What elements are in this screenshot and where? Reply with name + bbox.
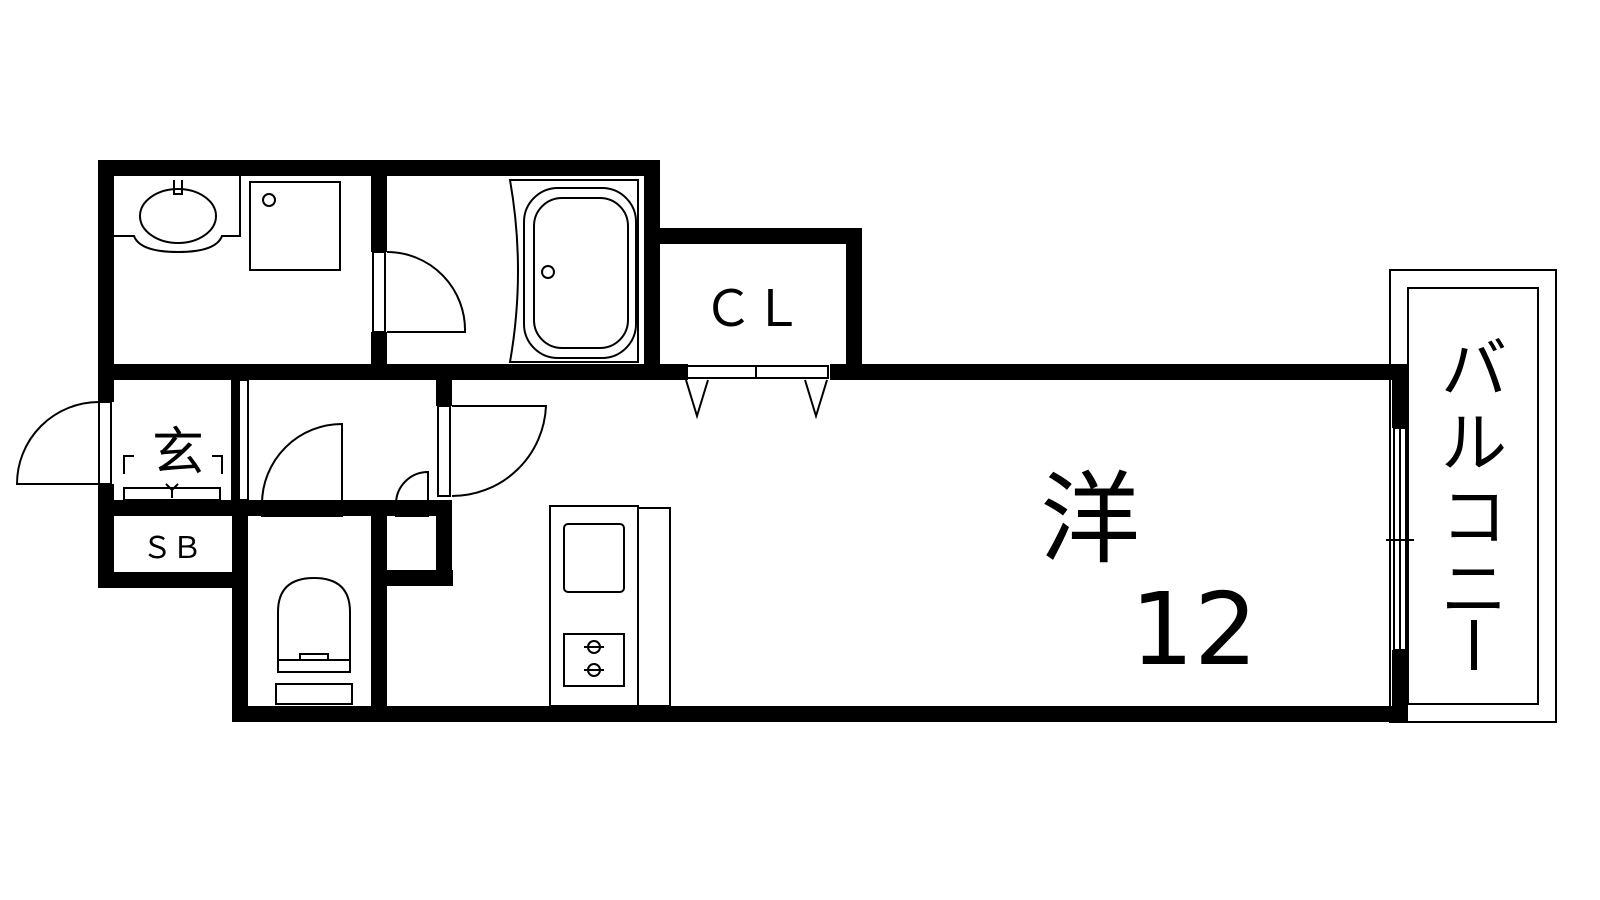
entrance-label: 玄: [152, 423, 204, 483]
storage-door[interactable]: [395, 470, 429, 517]
sink-icon: [563, 523, 625, 593]
entrance: 玄: [123, 423, 223, 501]
room-size-label: 12: [1130, 571, 1257, 688]
toilet: [275, 576, 353, 705]
stove-icon: [563, 633, 625, 687]
washing-machine-icon: [249, 181, 341, 271]
balcony-label-char: コ: [1441, 479, 1507, 556]
room-door[interactable]: [437, 405, 548, 498]
western-room: 洋 12: [1040, 461, 1258, 688]
bathtub-outline: [508, 179, 639, 363]
closet-door[interactable]: [685, 365, 829, 420]
washroom-door[interactable]: [372, 251, 467, 333]
balcony-label-char: バ: [1441, 331, 1507, 408]
balcony-label-char: ル: [1441, 405, 1507, 482]
closet-label: ＣＬ: [703, 280, 803, 338]
washbasin-counter: [114, 176, 241, 254]
washroom: [114, 176, 341, 271]
hallway-partition: [231, 379, 249, 501]
bathtub-icon: [523, 187, 637, 359]
toilet-door[interactable]: [261, 422, 343, 517]
washbasin-icon: [139, 188, 217, 244]
shoe-box-label: ＳＢ: [142, 531, 202, 566]
bathroom: [508, 179, 639, 363]
room-type-label: 洋: [1040, 461, 1140, 578]
shoe-box: ＳＢ: [142, 531, 202, 566]
kitchen: [549, 505, 671, 707]
balcony: バ ル コ ニ: [1389, 269, 1557, 723]
balcony-label-char: ニ: [1441, 551, 1507, 628]
front-door[interactable]: [15, 401, 112, 485]
toilet-icon: [277, 576, 351, 673]
closet: ＣＬ: [703, 280, 803, 338]
balcony-label: バ ル コ ニ: [1441, 331, 1507, 670]
